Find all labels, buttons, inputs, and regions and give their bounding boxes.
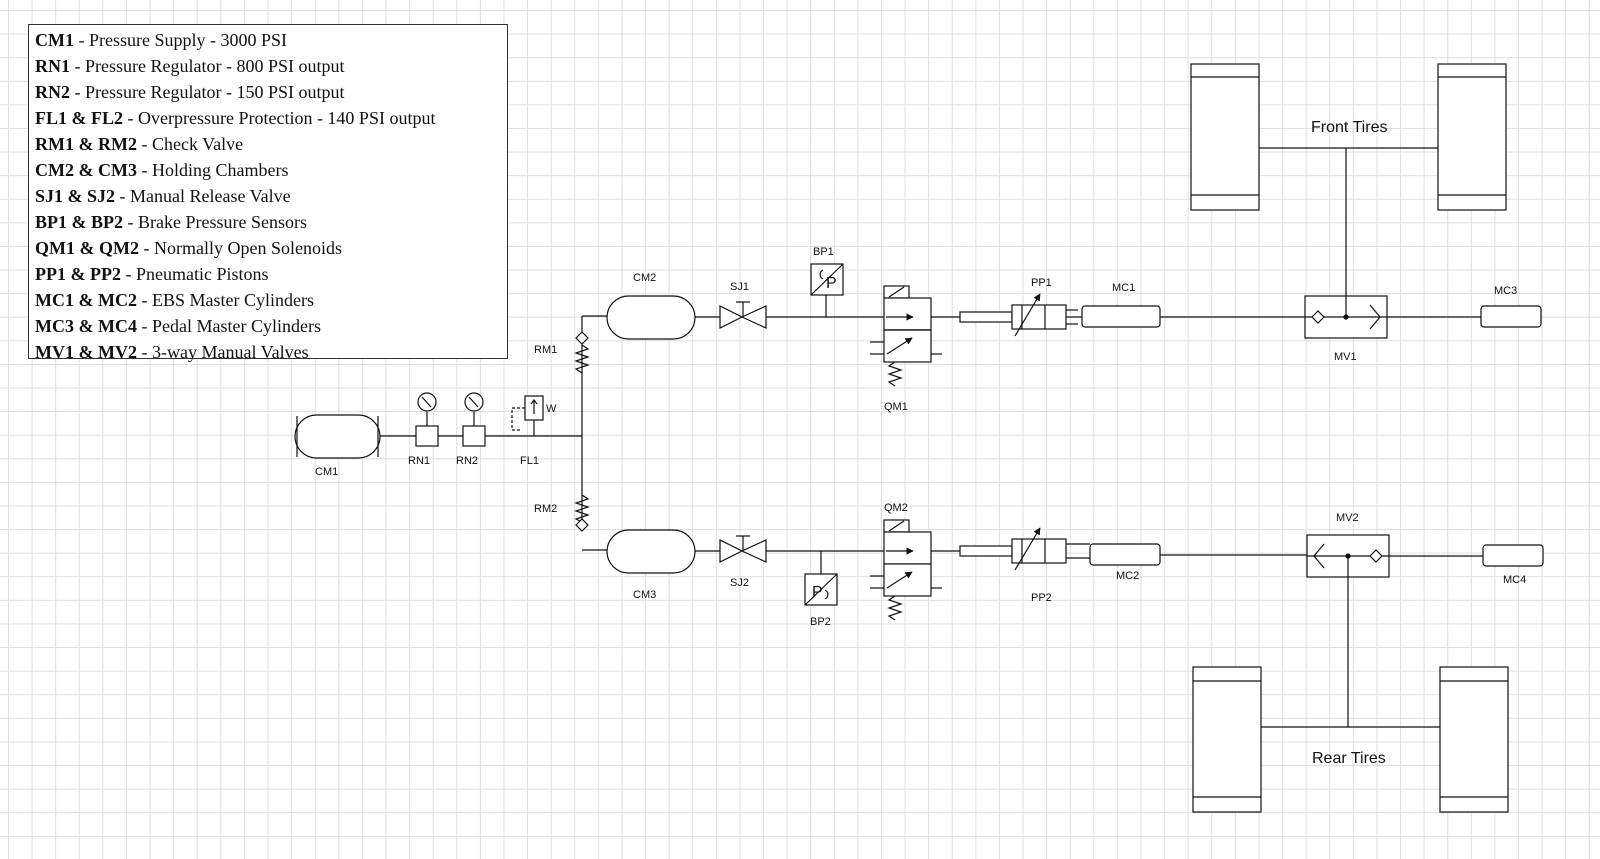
check-valve-rm1 bbox=[574, 331, 590, 374]
pressure-regulator-rn2 bbox=[462, 392, 486, 447]
label-cm3: CM3 bbox=[633, 589, 656, 601]
label-qm2: QM2 bbox=[884, 502, 908, 514]
legend-code: PP1 & PP2 bbox=[35, 264, 121, 284]
legend-desc: - Brake Pressure Sensors bbox=[123, 212, 307, 232]
label-rear-tires: Rear Tires bbox=[1312, 750, 1386, 767]
legend-code: RN2 bbox=[35, 82, 70, 102]
legend-code: MC1 & MC2 bbox=[35, 290, 137, 310]
front-right-tire bbox=[1437, 63, 1507, 211]
legend-desc: - Pressure Supply - 3000 PSI bbox=[74, 30, 288, 50]
legend-row: CM2 & CM3 - Holding Chambers bbox=[35, 157, 507, 183]
legend-code: SJ1 & SJ2 bbox=[35, 186, 116, 206]
label-pp1: PP1 bbox=[1031, 277, 1052, 289]
label-bp2: BP2 bbox=[810, 616, 831, 628]
sensor-glyph: P bbox=[826, 275, 837, 292]
legend-code: RM1 & RM2 bbox=[35, 134, 137, 154]
label-pp2: PP2 bbox=[1031, 592, 1052, 604]
label-mc4: MC4 bbox=[1503, 574, 1526, 586]
overpressure-relief-fl1 bbox=[511, 395, 544, 436]
legend-code: FL1 & FL2 bbox=[35, 108, 123, 128]
label-qm1: QM1 bbox=[884, 401, 908, 413]
holding-chamber-cm2 bbox=[606, 295, 696, 340]
legend-row: FL1 & FL2 - Overpressure Protection - 14… bbox=[35, 105, 507, 131]
relief-glyph: W bbox=[546, 403, 557, 415]
legend-desc: - Pneumatic Pistons bbox=[120, 264, 269, 284]
legend-row: MC3 & MC4 - Pedal Master Cylinders bbox=[35, 313, 507, 339]
legend-code: MV1 & MV2 bbox=[35, 342, 137, 362]
legend-desc: - EBS Master Cylinders bbox=[136, 290, 314, 310]
legend-row: PP1 & PP2 - Pneumatic Pistons bbox=[35, 261, 507, 287]
legend-row: MV1 & MV2 - 3-way Manual Valves bbox=[35, 339, 507, 365]
brake-pressure-sensor-bp1 bbox=[810, 263, 844, 317]
label-mv1: MV1 bbox=[1334, 351, 1357, 363]
label-mc2: MC2 bbox=[1116, 570, 1139, 582]
legend-row: CM1 - Pressure Supply - 3000 PSI bbox=[35, 27, 507, 53]
manual-release-valve-sj2 bbox=[719, 535, 767, 563]
legend-box: CM1 - Pressure Supply - 3000 PSI RN1 - P… bbox=[28, 24, 508, 362]
label-mc1: MC1 bbox=[1112, 282, 1135, 294]
label-bp1: BP1 bbox=[813, 246, 834, 258]
rear-right-tire bbox=[1439, 666, 1509, 813]
label-mv2: MV2 bbox=[1336, 512, 1359, 524]
legend-desc: - Check Valve bbox=[136, 134, 244, 154]
legend-row: BP1 & BP2 - Brake Pressure Sensors bbox=[35, 209, 507, 235]
pneumatic-piston-pp1 bbox=[959, 293, 1078, 337]
master-cylinder-mc1 bbox=[1081, 305, 1161, 328]
legend-desc: - Pressure Regulator - 150 PSI output bbox=[70, 82, 345, 102]
legend-desc: - Pedal Master Cylinders bbox=[136, 316, 321, 336]
label-rm1: RM1 bbox=[534, 344, 557, 356]
holding-chamber-cm3 bbox=[606, 529, 696, 574]
solenoid-valve-qm1 bbox=[870, 285, 942, 387]
pressure-supply-cm1 bbox=[294, 414, 381, 459]
label-rn2: RN2 bbox=[456, 455, 478, 467]
legend-code: BP1 & BP2 bbox=[35, 212, 123, 232]
label-rn1: RN1 bbox=[408, 455, 430, 467]
legend-row: MC1 & MC2 - EBS Master Cylinders bbox=[35, 287, 507, 313]
master-cylinder-mc2 bbox=[1089, 543, 1161, 566]
label-mc3: MC3 bbox=[1494, 285, 1517, 297]
legend-desc: - Holding Chambers bbox=[136, 160, 289, 180]
master-cylinder-mc3 bbox=[1480, 305, 1542, 328]
brake-pressure-sensor-bp2 bbox=[804, 551, 838, 606]
manual-release-valve-sj1 bbox=[719, 301, 767, 329]
legend-code: MC3 & MC4 bbox=[35, 316, 137, 336]
check-valve-rm2 bbox=[574, 494, 590, 532]
legend-row: RN2 - Pressure Regulator - 150 PSI outpu… bbox=[35, 79, 507, 105]
legend-desc: - Pressure Regulator - 800 PSI output bbox=[70, 56, 345, 76]
legend-code: RN1 bbox=[35, 56, 70, 76]
front-left-tire bbox=[1190, 63, 1260, 211]
master-cylinder-mc4 bbox=[1482, 544, 1544, 567]
legend-desc: - Manual Release Valve bbox=[115, 186, 291, 206]
legend-code: CM2 & CM3 bbox=[35, 160, 137, 180]
label-fl1: FL1 bbox=[520, 455, 539, 467]
label-rm2: RM2 bbox=[534, 503, 557, 515]
label-cm2: CM2 bbox=[633, 272, 656, 284]
legend-desc: - Normally Open Solenoids bbox=[138, 238, 342, 258]
legend-row: QM1 & QM2 - Normally Open Solenoids bbox=[35, 235, 507, 261]
legend-desc: - 3-way Manual Valves bbox=[136, 342, 309, 362]
sensor-glyph: P bbox=[812, 584, 823, 601]
legend-code: QM1 & QM2 bbox=[35, 238, 139, 258]
label-cm1: CM1 bbox=[315, 466, 338, 478]
label-sj2: SJ2 bbox=[730, 577, 749, 589]
legend-code: CM1 bbox=[35, 30, 74, 50]
legend-row: SJ1 & SJ2 - Manual Release Valve bbox=[35, 183, 507, 209]
three-way-valve-mv2 bbox=[1306, 534, 1390, 578]
rear-left-tire bbox=[1192, 666, 1262, 813]
pneumatic-piston-pp2 bbox=[959, 527, 1090, 571]
label-front-tires: Front Tires bbox=[1311, 119, 1387, 136]
legend-row: RM1 & RM2 - Check Valve bbox=[35, 131, 507, 157]
legend-desc: - Overpressure Protection - 140 PSI outp… bbox=[123, 108, 436, 128]
legend-row: RN1 - Pressure Regulator - 800 PSI outpu… bbox=[35, 53, 507, 79]
label-sj1: SJ1 bbox=[730, 281, 749, 293]
pressure-regulator-rn1 bbox=[415, 392, 439, 447]
solenoid-valve-qm2 bbox=[870, 519, 942, 621]
three-way-valve-mv1 bbox=[1304, 295, 1388, 339]
